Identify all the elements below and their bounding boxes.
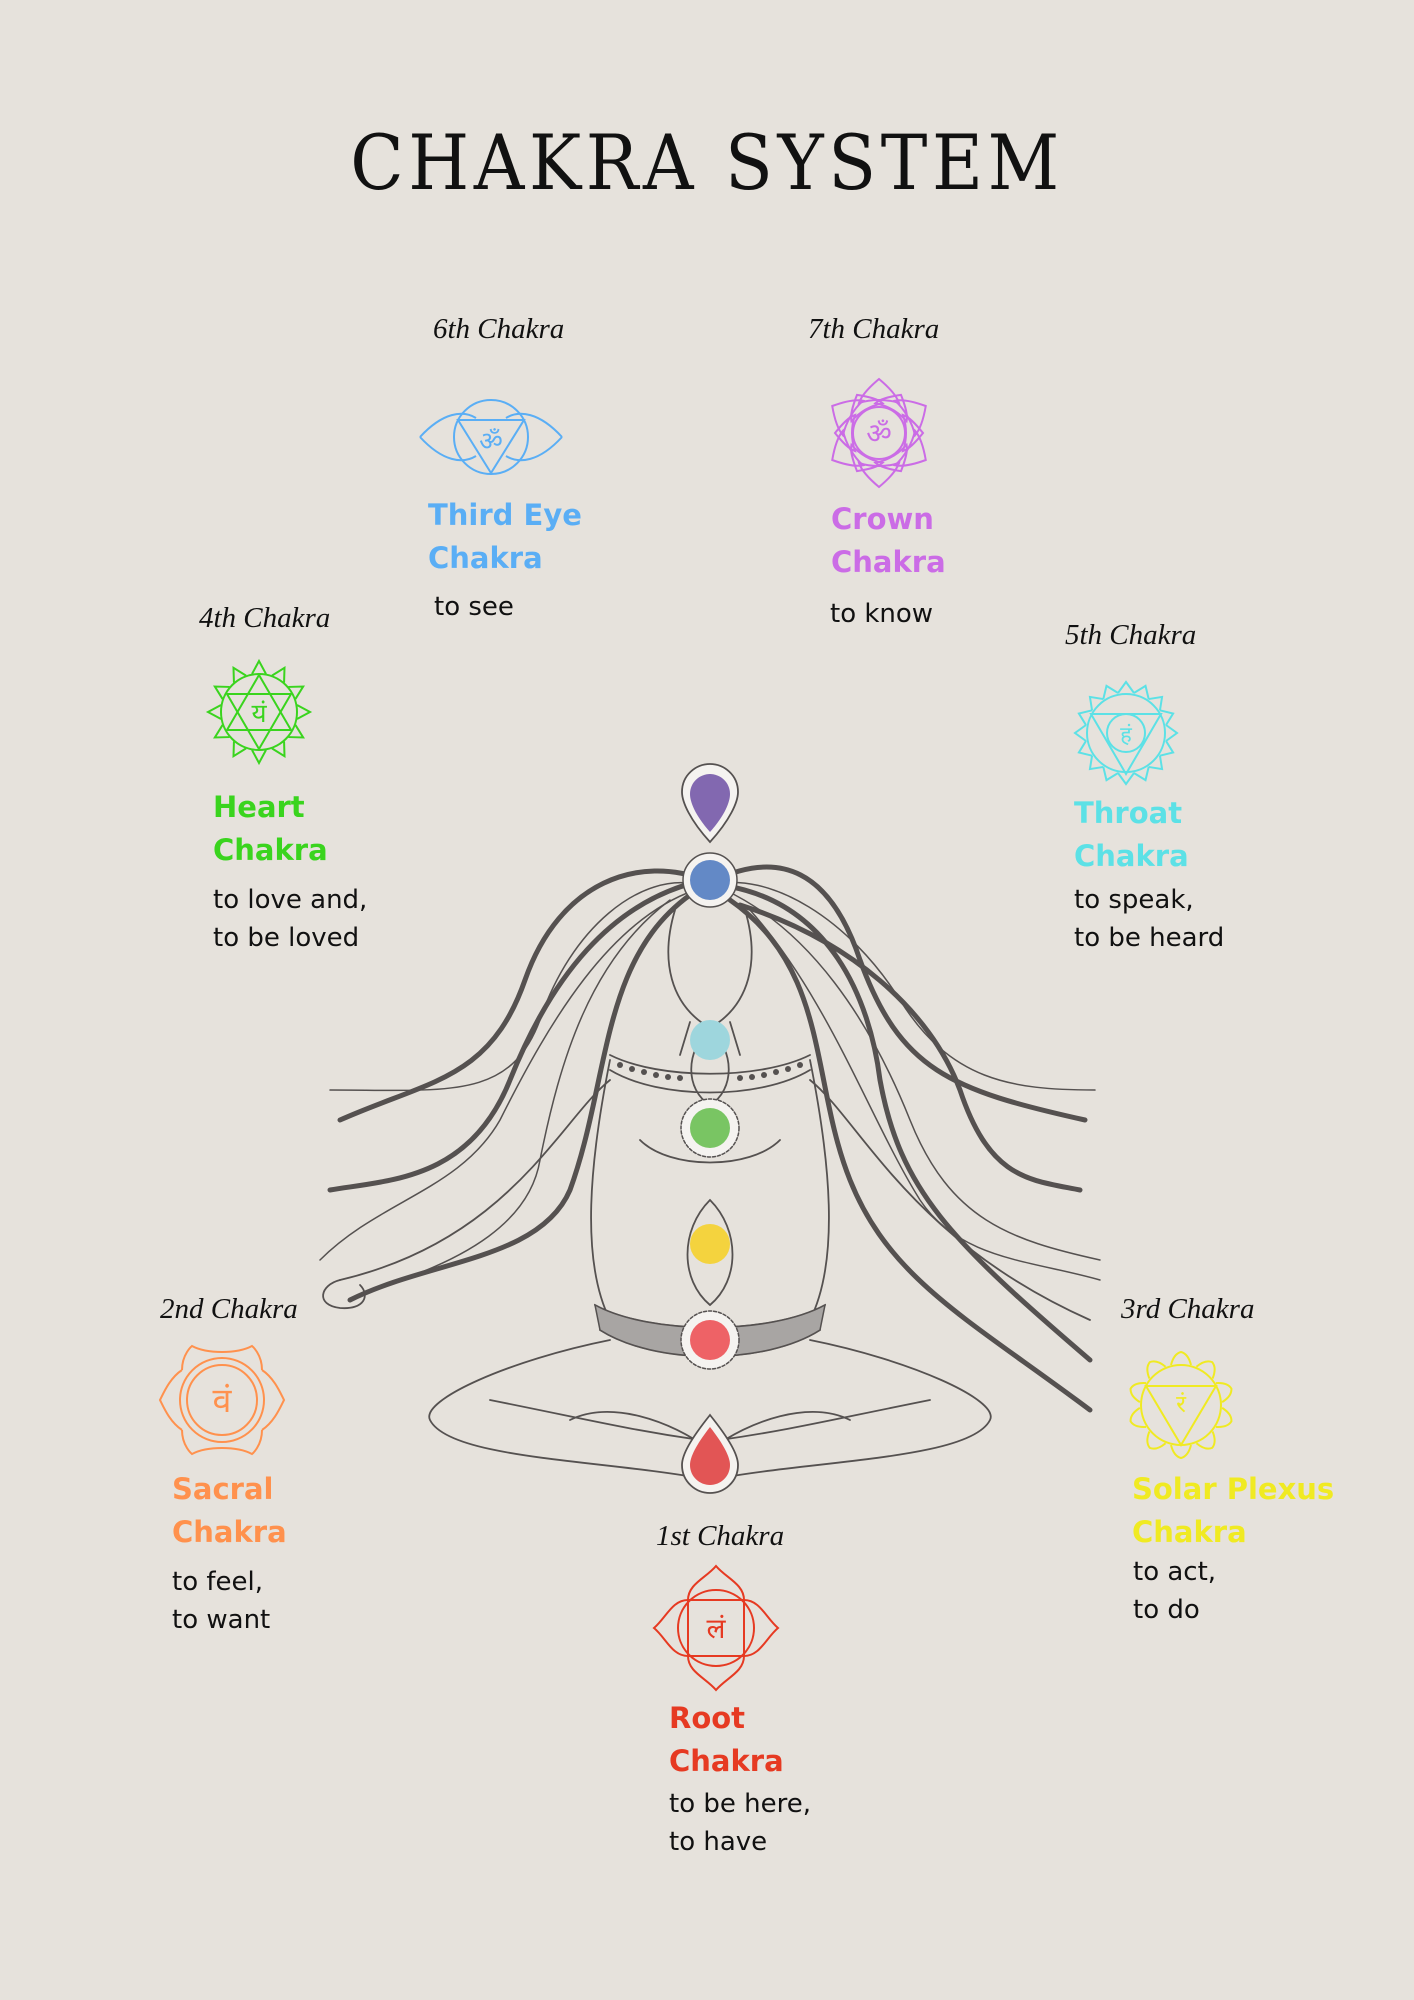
- third-eye-gem: [690, 860, 730, 900]
- svg-text:वं: वं: [213, 1381, 233, 1421]
- chakra-description: to act, to do: [1133, 1557, 1217, 1625]
- crown-lotus-om-icon: ॐ: [821, 377, 937, 489]
- ordinal-label: 2nd Chakra: [160, 1293, 298, 1325]
- svg-text:यं: यं: [251, 699, 267, 729]
- page-title: CHAKRA SYSTEM: [350, 118, 1064, 207]
- chakra-description: to speak, to be heard: [1074, 885, 1225, 953]
- ordinal-label: 6th Chakra: [433, 313, 565, 345]
- third-eye-icon: ॐ: [418, 398, 564, 476]
- solar-plexus-lotus-icon: रं: [1126, 1350, 1236, 1460]
- root-gem: [690, 1427, 730, 1485]
- sacral-gem: [690, 1320, 730, 1360]
- chakra-name: Heart Chakra: [213, 790, 328, 867]
- svg-text:ॐ: ॐ: [479, 427, 503, 457]
- ordinal-label: 3rd Chakra: [1121, 1293, 1255, 1325]
- heart-gem: [690, 1108, 730, 1148]
- meditating-figure-illustration: [310, 760, 1110, 1500]
- svg-text:हं: हं: [1120, 723, 1132, 748]
- chakra-name: Crown Chakra: [831, 502, 946, 579]
- root-lotus-icon: लं: [652, 1564, 780, 1692]
- svg-text:ॐ: ॐ: [866, 417, 892, 450]
- svg-text:रं: रं: [1176, 1390, 1187, 1418]
- chakra-description: to feel, to want: [172, 1567, 271, 1635]
- sacral-lotus-icon: वं: [158, 1344, 286, 1456]
- ordinal-label: 4th Chakra: [199, 602, 331, 634]
- chakra-name: Sacral Chakra: [172, 1472, 287, 1549]
- chakra-name: Throat Chakra: [1074, 796, 1189, 873]
- ordinal-label: 1st Chakra: [656, 1520, 785, 1552]
- crown-gem: [690, 774, 730, 832]
- chakra-description: to know: [830, 599, 934, 629]
- chakra-description: to love and, to be loved: [213, 885, 368, 953]
- chakra-description: to see: [434, 592, 514, 622]
- solar-plexus-gem: [690, 1224, 730, 1264]
- chakra-name: Solar Plexus Chakra: [1132, 1472, 1335, 1549]
- chakra-name: Third Eye Chakra: [428, 498, 582, 575]
- throat-lotus-icon: हं: [1073, 680, 1179, 786]
- svg-text:लं: लं: [707, 1612, 727, 1645]
- ordinal-label: 7th Chakra: [808, 313, 940, 345]
- heart-lotus-icon: यं: [205, 658, 313, 766]
- chakra-name: Root Chakra: [669, 1701, 784, 1778]
- chakra-description: to be here, to have: [669, 1789, 811, 1857]
- ordinal-label: 5th Chakra: [1065, 619, 1197, 651]
- throat-gem: [690, 1020, 730, 1060]
